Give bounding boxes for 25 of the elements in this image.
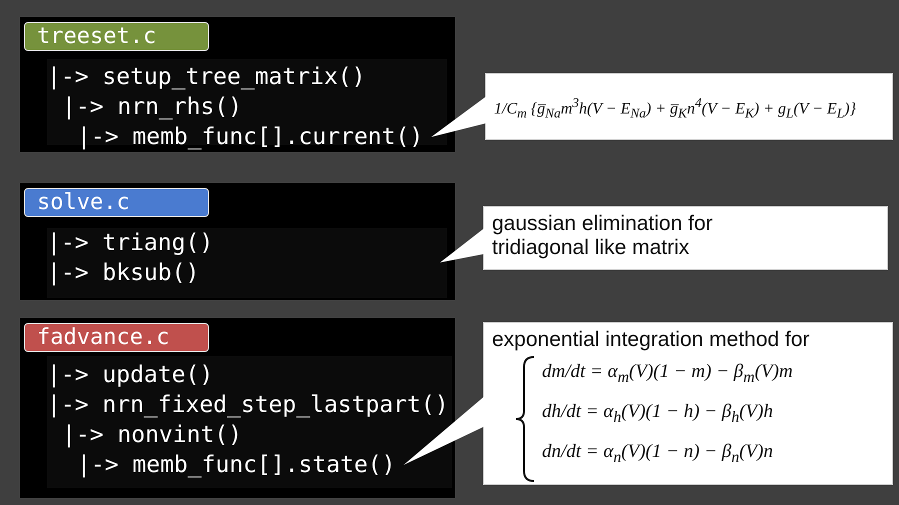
function-call: |-> triang() <box>47 229 214 257</box>
file-name-tab: treeset.c <box>24 22 209 51</box>
function-call: |-> bksub() <box>47 259 200 287</box>
callout-box <box>483 322 893 485</box>
function-call: |-> update() <box>47 361 214 389</box>
function-call: |-> memb_func[].state() <box>77 451 396 479</box>
equation: dn/dt = α$_{n}$(V)(1 − n) − β$_{n}$(V)n <box>542 441 773 467</box>
function-call: |-> nonvint() <box>62 421 242 449</box>
function-call: |-> memb_func[].current() <box>77 123 424 151</box>
callout-text: exponential integration method for <box>492 328 811 352</box>
callout-text: gaussian elimination for tridiagonal like matrix <box>492 212 714 260</box>
equation: dm/dt = α$_{m}$(V)(1 − m) − β$_{m}$(V)m <box>542 361 793 387</box>
equation: dh/dt = α$_{h}$(V)(1 − h) − β$_{h}$(V)h <box>542 401 773 427</box>
callout-pointer <box>404 396 484 465</box>
file-name-tab: fadvance.c <box>24 323 209 352</box>
equation: 1/C$_{m}$ {g̅$_{Na}$m$^{3}$h(V − E$_{Na}$) + g̅$_{K}$n$^{4}$(V − E$_{K}$) + g$_{L}$(V − E$_{L}$)} <box>494 95 856 122</box>
callout-pointer <box>440 228 484 263</box>
code-panel <box>20 17 455 152</box>
code-panel <box>20 318 455 498</box>
function-call: |-> setup_tree_matrix() <box>47 63 366 91</box>
callout-pointer <box>431 96 486 137</box>
function-call: |-> nrn_fixed_step_lastpart() <box>47 391 449 419</box>
code-panel <box>20 183 455 300</box>
function-call: |-> nrn_rhs() <box>62 93 242 121</box>
file-name-tab: solve.c <box>24 188 209 217</box>
